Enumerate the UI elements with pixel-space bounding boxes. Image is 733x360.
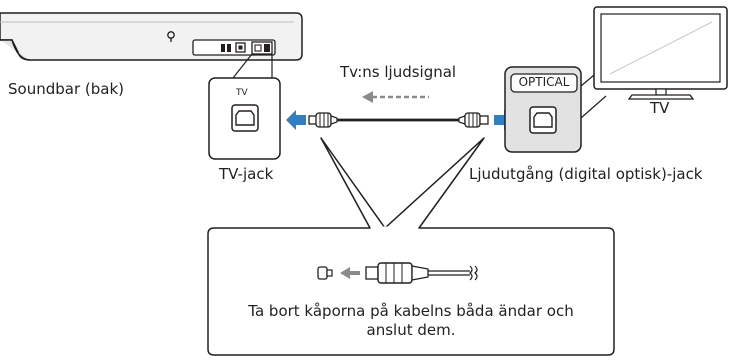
signal-label: Tv:ns ljudsignal <box>340 63 457 81</box>
soundbar-label: Soundbar (bak) <box>8 80 124 98</box>
tv-device <box>593 6 728 100</box>
zoom-lines <box>232 53 273 79</box>
tv-jack-label: TV-jack <box>219 165 274 183</box>
detail-callout <box>207 137 615 356</box>
tv-label: TV <box>650 99 670 117</box>
tv-port-label: TV <box>236 88 248 98</box>
optical-port-label: OPTICAL <box>518 75 570 89</box>
tv-jack-callout <box>208 77 281 160</box>
output-jack-label: Ljudutgång (digital optisk)-jack <box>469 165 703 183</box>
signal-arrow <box>362 91 429 103</box>
optical-jack-callout <box>504 66 582 153</box>
soundbar-device <box>0 12 303 61</box>
cap-removal-illustration <box>317 262 478 284</box>
instruction-line-2: anslut dem. <box>366 321 456 339</box>
instruction-line-1: Ta bort kåporna på kabelns båda ändar oc… <box>248 302 574 320</box>
optical-cable <box>308 112 489 128</box>
insert-arrow-left <box>286 110 306 130</box>
